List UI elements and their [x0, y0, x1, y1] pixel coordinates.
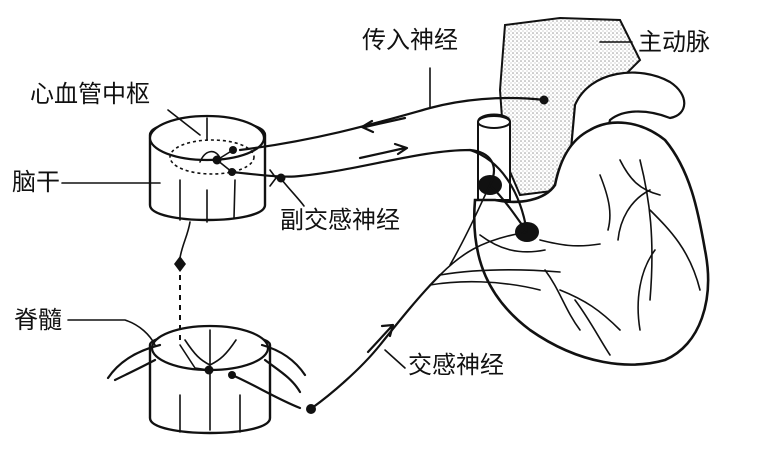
brainstem-section — [148, 114, 267, 223]
descending-fiber-upper — [179, 221, 191, 259]
sympathetic-branches — [429, 184, 561, 291]
heart — [472, 121, 710, 366]
coronary-artery-right — [539, 239, 621, 356]
parasympathetic-nerve-path — [230, 142, 529, 234]
afferent-nerve-fiber — [238, 96, 547, 152]
afferent-arrow — [360, 116, 407, 134]
brainstem-median-line — [179, 117, 236, 223]
sympathetic-fiber-preganglionic — [230, 373, 302, 410]
heart-outline — [472, 121, 710, 366]
spinal-cord-section — [106, 324, 307, 435]
label-leaders — [61, 41, 633, 369]
parasympathetic-arrow — [358, 142, 409, 160]
afferent-nerve-label: 传入神经 — [362, 26, 458, 54]
right-atrium-line — [479, 234, 546, 253]
parasympathetic-nerve-label: 副交感神经 — [280, 206, 400, 234]
coronary-artery-branch — [599, 159, 661, 231]
descending-fiber-lower — [179, 344, 210, 371]
sympathetic-arrow — [366, 323, 395, 354]
cardiac-center-region — [169, 139, 255, 175]
sympathetic-fiber-postganglionic — [310, 273, 442, 410]
spinal-root-right — [260, 343, 307, 394]
spinal-grey-matter — [179, 329, 241, 433]
brainstem-label: 脑干 — [12, 168, 60, 196]
parasympathetic-fiber-branch — [468, 148, 529, 234]
relay-diamond — [174, 256, 186, 272]
parasympathetic-synapse-mark — [269, 169, 277, 187]
aorta-label: 主动脉 — [638, 28, 710, 56]
parasympathetic-label-leader — [281, 179, 305, 207]
coronary-artery-left — [617, 159, 701, 331]
pulmonary-vessel-opening — [477, 115, 511, 129]
parasympathetic-fiber-main — [230, 148, 496, 187]
cardiac-center-label: 心血管中枢 — [30, 80, 150, 108]
sympathetic-nerve-path — [230, 184, 561, 414]
descending-pathway — [174, 221, 210, 371]
afferent-nerve-path — [238, 95, 549, 152]
center-neuron-connection — [199, 149, 234, 173]
spinal-root-left — [106, 343, 162, 382]
sympathetic-nerve-label: 交感神经 — [408, 351, 504, 379]
baroreceptor-ending — [539, 95, 549, 105]
sympathetic-leader — [384, 349, 406, 369]
cardiac-center-leader — [167, 109, 201, 136]
spinal-cord-leader — [67, 319, 156, 346]
sympathetic-ganglion-dot — [306, 404, 316, 414]
parasympathetic-synapse-dot — [276, 173, 286, 183]
spinal-cord-label: 脊髓 — [14, 306, 62, 334]
